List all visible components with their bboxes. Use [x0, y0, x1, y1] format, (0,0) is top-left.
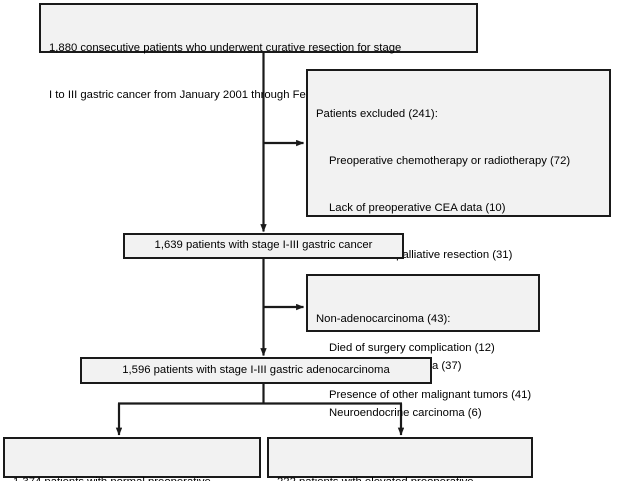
node-nonadeno-header: Non-adenocarcinoma (43):: [316, 313, 451, 326]
node-enrolled-patients: 1,880 consecutive patients who underwent…: [39, 3, 478, 101]
node-patients-excluded: Patients excluded (241): Preoperative ch…: [306, 69, 611, 448]
node-elevated-cea-line1: 222 patients with elevated preoperative: [277, 475, 523, 481]
node-enrolled-line1: 1,880 consecutive patients who underwent…: [49, 42, 402, 55]
node-excluded-item: Presence of other malignant tumors (41): [329, 388, 532, 401]
node-excluded-header: Patients excluded (241):: [316, 108, 438, 121]
node-excluded-item: Died of surgery complication (12): [329, 342, 495, 355]
node-non-adenocarcinoma: Non-adenocarcinoma (43): Squamous carcin…: [306, 274, 540, 419]
node-normal-preoperative-cea: 1,374 patients with normal preoperative …: [3, 437, 261, 481]
node-stage13-text: 1,639 patients with stage I-III gastric …: [154, 239, 373, 252]
node-stage-i-iii-gastric-adenocarcinoma: 1,596 patients with stage I-III gastric …: [80, 357, 432, 384]
node-excluded-item: Lack of preoperative CEA data (10): [329, 201, 506, 214]
node-nonadeno-item: Neuroendocrine carcinoma (6): [329, 406, 482, 419]
node-adeno-text: 1,596 patients with stage I-III gastric …: [122, 363, 390, 376]
node-stage-i-iii-gastric-cancer: 1,639 patients with stage I-III gastric …: [123, 233, 404, 259]
node-excluded-item: Preoperative chemotherapy or radiotherap…: [329, 154, 571, 167]
node-normal-cea-line1: 1,374 patients with normal preoperative: [13, 475, 251, 481]
node-elevated-preoperative-cea: 222 patients with elevated preoperative …: [267, 437, 533, 481]
